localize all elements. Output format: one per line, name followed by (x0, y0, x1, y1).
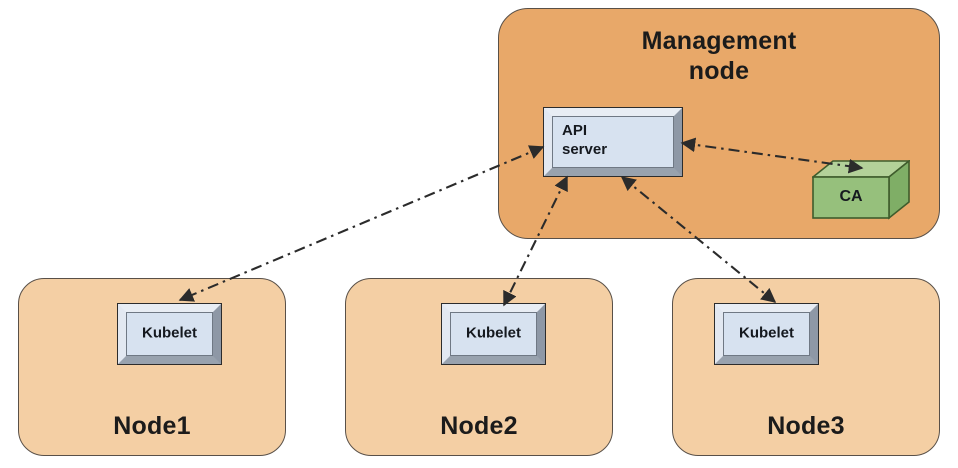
kubelet-box-node1[interactable]: Kubelet (117, 303, 222, 365)
api-server-panel (552, 116, 674, 168)
worker-node-title-2: Node2 (440, 411, 518, 440)
kubelet-box-node2[interactable]: Kubelet (441, 303, 546, 365)
ca-label: CA (839, 188, 863, 205)
kubelet-panel-node2 (450, 312, 537, 356)
worker-node-title-1: Node1 (113, 411, 191, 440)
kubelet-box-node3[interactable]: Kubelet (714, 303, 819, 365)
ca-box[interactable]: CA (812, 160, 910, 222)
api-server-label-line1: API (562, 122, 588, 139)
kubelet-panel-node3 (723, 312, 810, 356)
kubelet-label-node3: Kubelet (738, 324, 794, 342)
kubelet-label-node1: Kubelet (141, 324, 197, 342)
management-node-title-line1: Management (641, 27, 797, 55)
kubelet-panel-node1 (126, 312, 213, 356)
worker-node-title-3: Node3 (767, 411, 845, 440)
ca-front-face (812, 176, 890, 219)
kubelet-label-node2: Kubelet (465, 324, 521, 342)
api-server-label-line2: server (562, 140, 608, 158)
management-node-title-line2: node (688, 56, 750, 85)
